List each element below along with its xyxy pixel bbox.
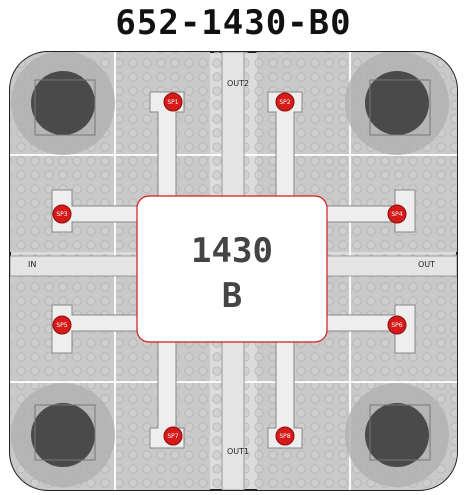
svg-text:SP1: SP1 xyxy=(167,99,178,106)
sense-pad-sp1: SP1 xyxy=(163,92,183,112)
chip-body xyxy=(136,195,328,343)
svg-text:SP5: SP5 xyxy=(56,322,67,329)
chip-label-line1: 1430 xyxy=(191,231,273,271)
chip-label-line2: B xyxy=(222,276,242,316)
sense-pad-sp7: SP7 xyxy=(163,426,183,446)
svg-text:SP7: SP7 xyxy=(167,433,178,440)
sense-pad-sp6: SP6 xyxy=(387,315,407,335)
svg-text:SP3: SP3 xyxy=(56,211,67,218)
part-number-title: 652-1430-B0 xyxy=(115,3,352,43)
port-label-out2: OUT2 xyxy=(227,79,249,88)
svg-text:SP2: SP2 xyxy=(279,99,290,106)
sense-pads: SP1 SP2 SP3 SP4 SP5 SP6 SP7 SP8 xyxy=(52,92,407,446)
port-label-in: IN xyxy=(28,260,36,269)
sense-pad-sp2: SP2 xyxy=(275,92,295,112)
svg-text:SP8: SP8 xyxy=(279,433,290,440)
port-label-out: OUT xyxy=(418,260,435,269)
sense-pad-sp5: SP5 xyxy=(52,315,72,335)
port-label-out1: OUT1 xyxy=(227,447,249,456)
sense-pad-sp4: SP4 xyxy=(387,204,407,224)
sense-pad-sp8: SP8 xyxy=(275,426,295,446)
sense-pad-sp3: SP3 xyxy=(52,204,72,224)
svg-text:SP4: SP4 xyxy=(391,211,402,218)
mounting-holes xyxy=(11,52,449,487)
svg-text:SP6: SP6 xyxy=(391,322,402,329)
